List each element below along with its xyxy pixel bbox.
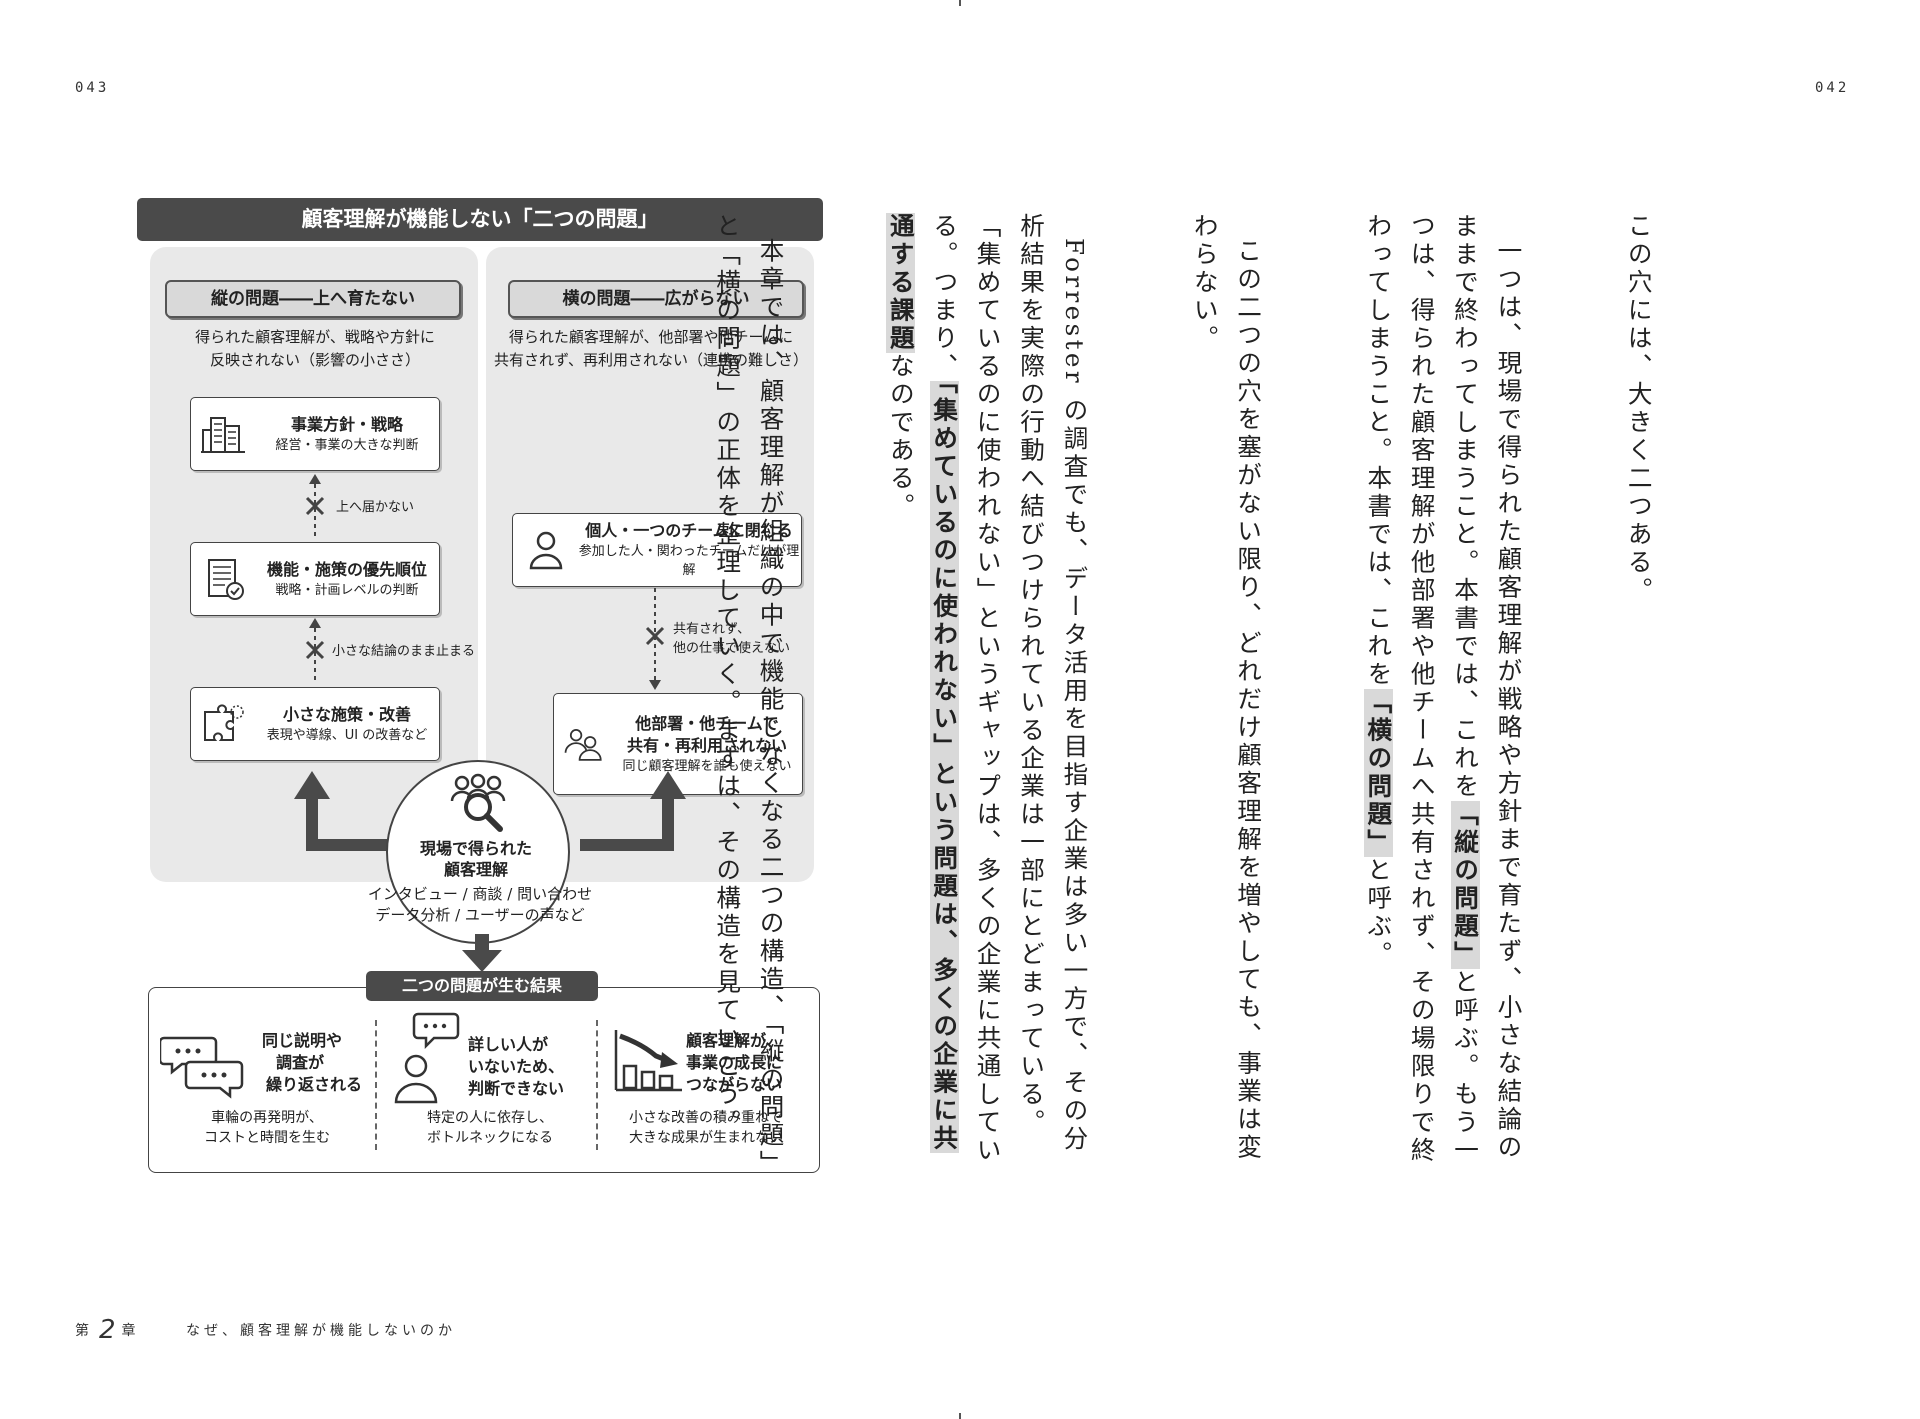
result2-title: 詳しい人が いないため、 判断できない <box>468 1034 564 1100</box>
result3-title-line3: つながらない <box>686 1075 783 1094</box>
p2-text-e: と呼ぶ。 <box>1363 857 1393 969</box>
level-small-box: 小さな施策・改善 表現や導線、UI の改善など <box>190 687 440 761</box>
declining-chart-icon <box>614 1030 682 1092</box>
horizontal-desc-line2: 共有されず、再利用されない（連携の難しさ） <box>494 351 808 369</box>
not-shared-sub: 同じ顧客理解を誰も使えない <box>622 758 792 774</box>
not-shared-title-line2: 共有・再利用されない <box>626 735 787 755</box>
level-small-title: 小さな施策・改善 <box>282 704 411 724</box>
result1-desc: 車輪の再発明が、 コストと時間を生む <box>172 1108 362 1148</box>
vertical-blocked-arrows <box>305 474 325 684</box>
paragraph-5: 本章では、顧客理解が組織の中で機能しなくなる二つの構造、「縦の問題」と「横の問題… <box>712 213 786 1165</box>
chapter-suffix: 章 <box>121 1323 140 1339</box>
result2-title-line1: 詳しい人が <box>468 1035 549 1054</box>
result1-title-line1: 同じ説明や <box>262 1031 343 1050</box>
result1-desc-line2: コストと時間を生む <box>204 1130 330 1146</box>
field-insight-title: 現場で得られた 顧客理解 <box>386 838 566 880</box>
chapter-prefix: 第 <box>75 1323 93 1339</box>
result1-title: 同じ説明や 調査が 繰り返される <box>262 1030 362 1096</box>
down-arrow <box>462 934 502 972</box>
level-priority-box: 機能・施策の優先順位 戦略・計画レベルの判断 <box>190 542 440 616</box>
paragraph-3: この二つの穴を塞がない限り、どれだけ顧客理解を増やしても、事業は変わらない。 <box>1190 213 1263 1162</box>
sources-line1: インタビュー / 商談 / 問い合わせ <box>367 885 593 903</box>
horizontal-block-note: 共有されず、 他の仕事で使えない <box>673 620 790 658</box>
closed-team-sub: 参加した人・関わったチームだけが理解 <box>578 544 800 578</box>
sources-line2: データ分析 / ユーザーの声など <box>375 906 585 924</box>
result3-desc: 小さな改善の積み重ねで 大きな成果が生まれない <box>606 1108 806 1148</box>
crop-mark-bottom <box>959 1413 961 1419</box>
flow-arrows <box>294 771 686 851</box>
paragraph-1: この穴には、大きく二つある。 <box>1624 213 1654 605</box>
result2-desc: 特定の人に依存し、 ボトルネックになる <box>390 1108 590 1148</box>
puzzle-icon <box>204 704 244 741</box>
search-people-icon <box>450 773 506 832</box>
horizontal-block-line2: 他の仕事で使えない <box>673 641 791 656</box>
result2-desc-line2: ボトルネックになる <box>427 1130 553 1146</box>
result3-title-line2: 事業の成長に <box>686 1053 783 1072</box>
p2-text-a: 一つは、現場で得られた顧客理解が戦略や方針まで育たず、小さな結論のままで終わって… <box>1450 213 1523 1162</box>
results-box <box>148 987 820 1173</box>
left-page-number: 043 <box>75 80 110 96</box>
person-bubble-icon <box>394 1012 460 1104</box>
group-icon <box>564 729 602 761</box>
vertical-desc-line1: 得られた顧客理解が、戦略や方針に <box>195 328 435 346</box>
p4-text-c: なのである。 <box>886 353 916 521</box>
vertical-problem-term: 「縦の問題」 <box>1450 801 1480 969</box>
horizontal-blocked-arrow <box>645 588 665 690</box>
vertical-problem-header: 縦の問題――上へ育たない <box>165 280 461 318</box>
field-insight-title-line2: 顧客理解 <box>443 860 508 879</box>
result1-desc-line1: 車輪の再発明が、 <box>211 1110 323 1126</box>
result3-title: 顧客理解が、 事業の成長に つながらない <box>686 1030 782 1096</box>
horizontal-problem-desc: 得られた顧客理解が、他部署や他チームに 共有されず、再利用されない（連携の難しさ… <box>490 326 812 372</box>
paragraph-4: Forrester の調査でも、データ活用を目指す企業は多い一方で、その分析結果… <box>879 213 1096 1173</box>
p2-text-c: と呼ぶ。もう一つは、得られた顧客理解が他部署や他チームへ共有されず、その場限りで… <box>1363 213 1480 1165</box>
level-priority-sub: 戦略・計画レベルの判断 <box>275 582 419 598</box>
body-text: この穴には、大きく二つある。 一つは、現場で得られた顧客理解が戦略や方針まで育た… <box>662 213 1747 1173</box>
paragraph-2: 一つは、現場で得られた顧客理解が戦略や方針まで育たず、小さな結論のままで終わって… <box>1356 213 1530 1173</box>
result3-desc-line2: 大きな成果が生まれない <box>629 1130 783 1146</box>
field-insight-sources: インタビュー / 商談 / 問い合わせ データ分析 / ユーザーの声など <box>330 884 630 926</box>
horizontal-problem-header: 横の問題――広がらない <box>508 280 804 318</box>
chapter-number: 2 <box>99 1315 116 1345</box>
level-priority-title: 機能・施策の優先順位 <box>266 559 427 579</box>
result3-title-line1: 顧客理解が、 <box>686 1031 782 1050</box>
result2-title-line3: 判断できない <box>468 1079 565 1098</box>
level-strategy-box: 事業方針・戦略 経営・事業の大きな判断 <box>190 397 440 471</box>
chapter-title: なぜ、顧客理解が機能しないのか <box>186 1323 456 1339</box>
not-shared-box: 他部署・他チームで 共有・再利用されない 同じ顧客理解を誰も使えない <box>553 693 803 795</box>
document-check-icon <box>208 559 244 600</box>
horizontal-desc-line1: 得られた顧客理解が、他部署や他チームに <box>508 328 794 346</box>
results-label: 二つの問題が生む結果 <box>366 971 598 1001</box>
result1-title-line2: 調査が <box>276 1053 325 1072</box>
not-shared-title-line1: 他部署・他チームで <box>635 713 779 733</box>
right-page-number: 042 <box>1815 80 1850 96</box>
results-divider-2 <box>596 1020 598 1150</box>
closed-team-title: 個人・一つのチームに閉じる <box>585 521 793 540</box>
result1-title-line3: 繰り返される <box>266 1075 363 1094</box>
result3-desc-line1: 小さな改善の積み重ねで <box>629 1110 783 1126</box>
vertical-block2-note: 小さな結論のまま止まる <box>332 644 476 659</box>
field-insight-title-line1: 現場で得られた <box>419 839 532 858</box>
horizontal-problem-term: 「横の問題」 <box>1363 689 1393 857</box>
level-small-sub: 表現や導線、UI の改善など <box>266 727 428 743</box>
vertical-block1-note: 上へ届かない <box>336 500 415 515</box>
closed-team-box: 個人・一つのチームに閉じる 参加した人・関わったチームだけが理解 <box>512 513 802 587</box>
horizontal-block-line1: 共有されず、 <box>673 622 751 637</box>
figure-title: 顧客理解が機能しない「二つの問題」 <box>137 198 823 241</box>
level-strategy-title: 事業方針・戦略 <box>290 414 403 434</box>
building-icon <box>201 417 245 453</box>
result2-title-line2: いないため、 <box>468 1057 565 1076</box>
crop-mark-top <box>959 0 961 6</box>
speech-bubbles-icon <box>160 1036 244 1099</box>
person-icon <box>529 531 563 570</box>
p4-text-a: Forrester の調査でも、データ活用を目指す企業は多い一方で、その分析結果… <box>929 213 1089 1165</box>
level-strategy-sub: 経営・事業の大きな判断 <box>275 437 419 453</box>
results-divider-1 <box>375 1020 377 1150</box>
vertical-desc-line2: 反映されない（影響の小ささ） <box>209 351 420 369</box>
vertical-problem-desc: 得られた顧客理解が、戦略や方針に 反映されない（影響の小ささ） <box>160 326 470 372</box>
result2-desc-line1: 特定の人に依存し、 <box>427 1110 553 1126</box>
